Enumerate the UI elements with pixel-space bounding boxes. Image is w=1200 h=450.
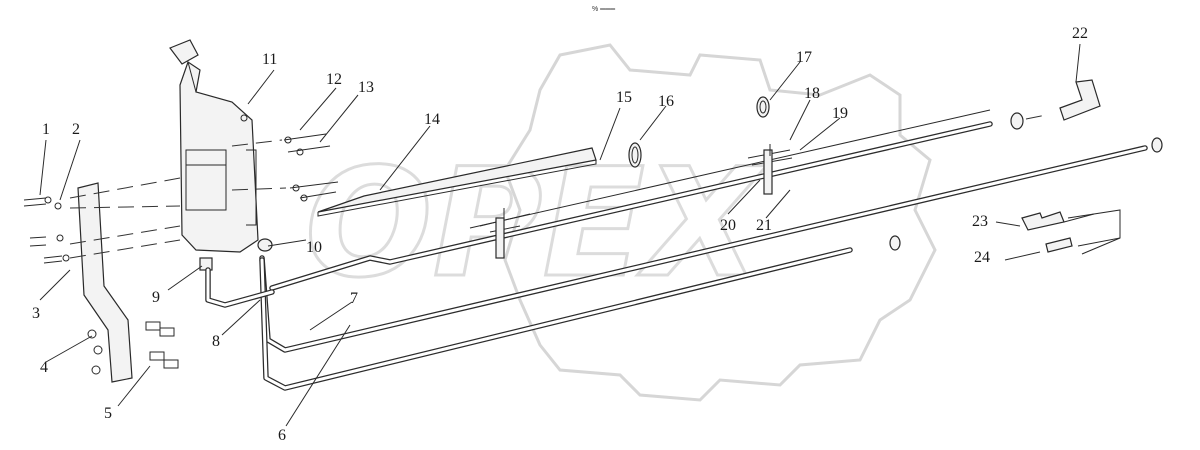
watermark-gear [503,43,937,402]
ring-17 [756,96,770,118]
callout-6: 6 [278,427,286,444]
header-caption: % ═══ [592,6,615,13]
bolt-set-left [23,177,181,264]
pipe-8 [205,267,275,308]
long-rod-upper [269,109,993,291]
fuel-tank [169,39,259,271]
callout-18: 18 [804,85,820,102]
callout-21: 21 [756,217,772,234]
nut-set-right [87,321,179,375]
elbow-22 [1059,79,1101,121]
cover-plate [317,147,597,217]
callout-16: 16 [658,93,674,110]
clamp-set-right [747,144,793,195]
callout-22: 22 [1072,25,1088,42]
bracket-23-24 [1067,209,1121,247]
hose-clamps [257,112,1163,252]
callout-19: 19 [832,105,848,122]
piece-24 [1045,237,1073,253]
callout-23: 23 [972,213,988,230]
piece-23 [1021,211,1065,231]
callout-15: 15 [616,89,632,106]
callout-7: 7 [350,290,358,307]
callout-17: 17 [796,49,812,66]
callout-24: 24 [974,249,990,266]
tank-fasteners [231,133,339,202]
callout-labels: 1 2 3 4 5 6 7 8 9 10 11 12 13 14 15 16 1… [32,25,1088,444]
callout-12: 12 [326,71,342,88]
callout-8: 8 [212,333,220,350]
callout-9: 9 [152,289,160,306]
pipe-6 [259,247,853,391]
callout-20: 20 [720,217,736,234]
callout-14: 14 [424,111,440,128]
callout-5: 5 [104,405,112,422]
clamp-set-left [479,208,531,259]
callout-4: 4 [40,359,48,376]
leader-lines [39,43,1121,427]
callout-3: 3 [32,305,40,322]
callout-10: 10 [306,239,322,256]
mounting-bracket [77,182,133,383]
callout-1: 1 [42,121,50,138]
callout-2: 2 [72,121,80,138]
callout-13: 13 [358,79,374,96]
ring-16 [628,142,642,168]
callout-11: 11 [262,51,277,68]
